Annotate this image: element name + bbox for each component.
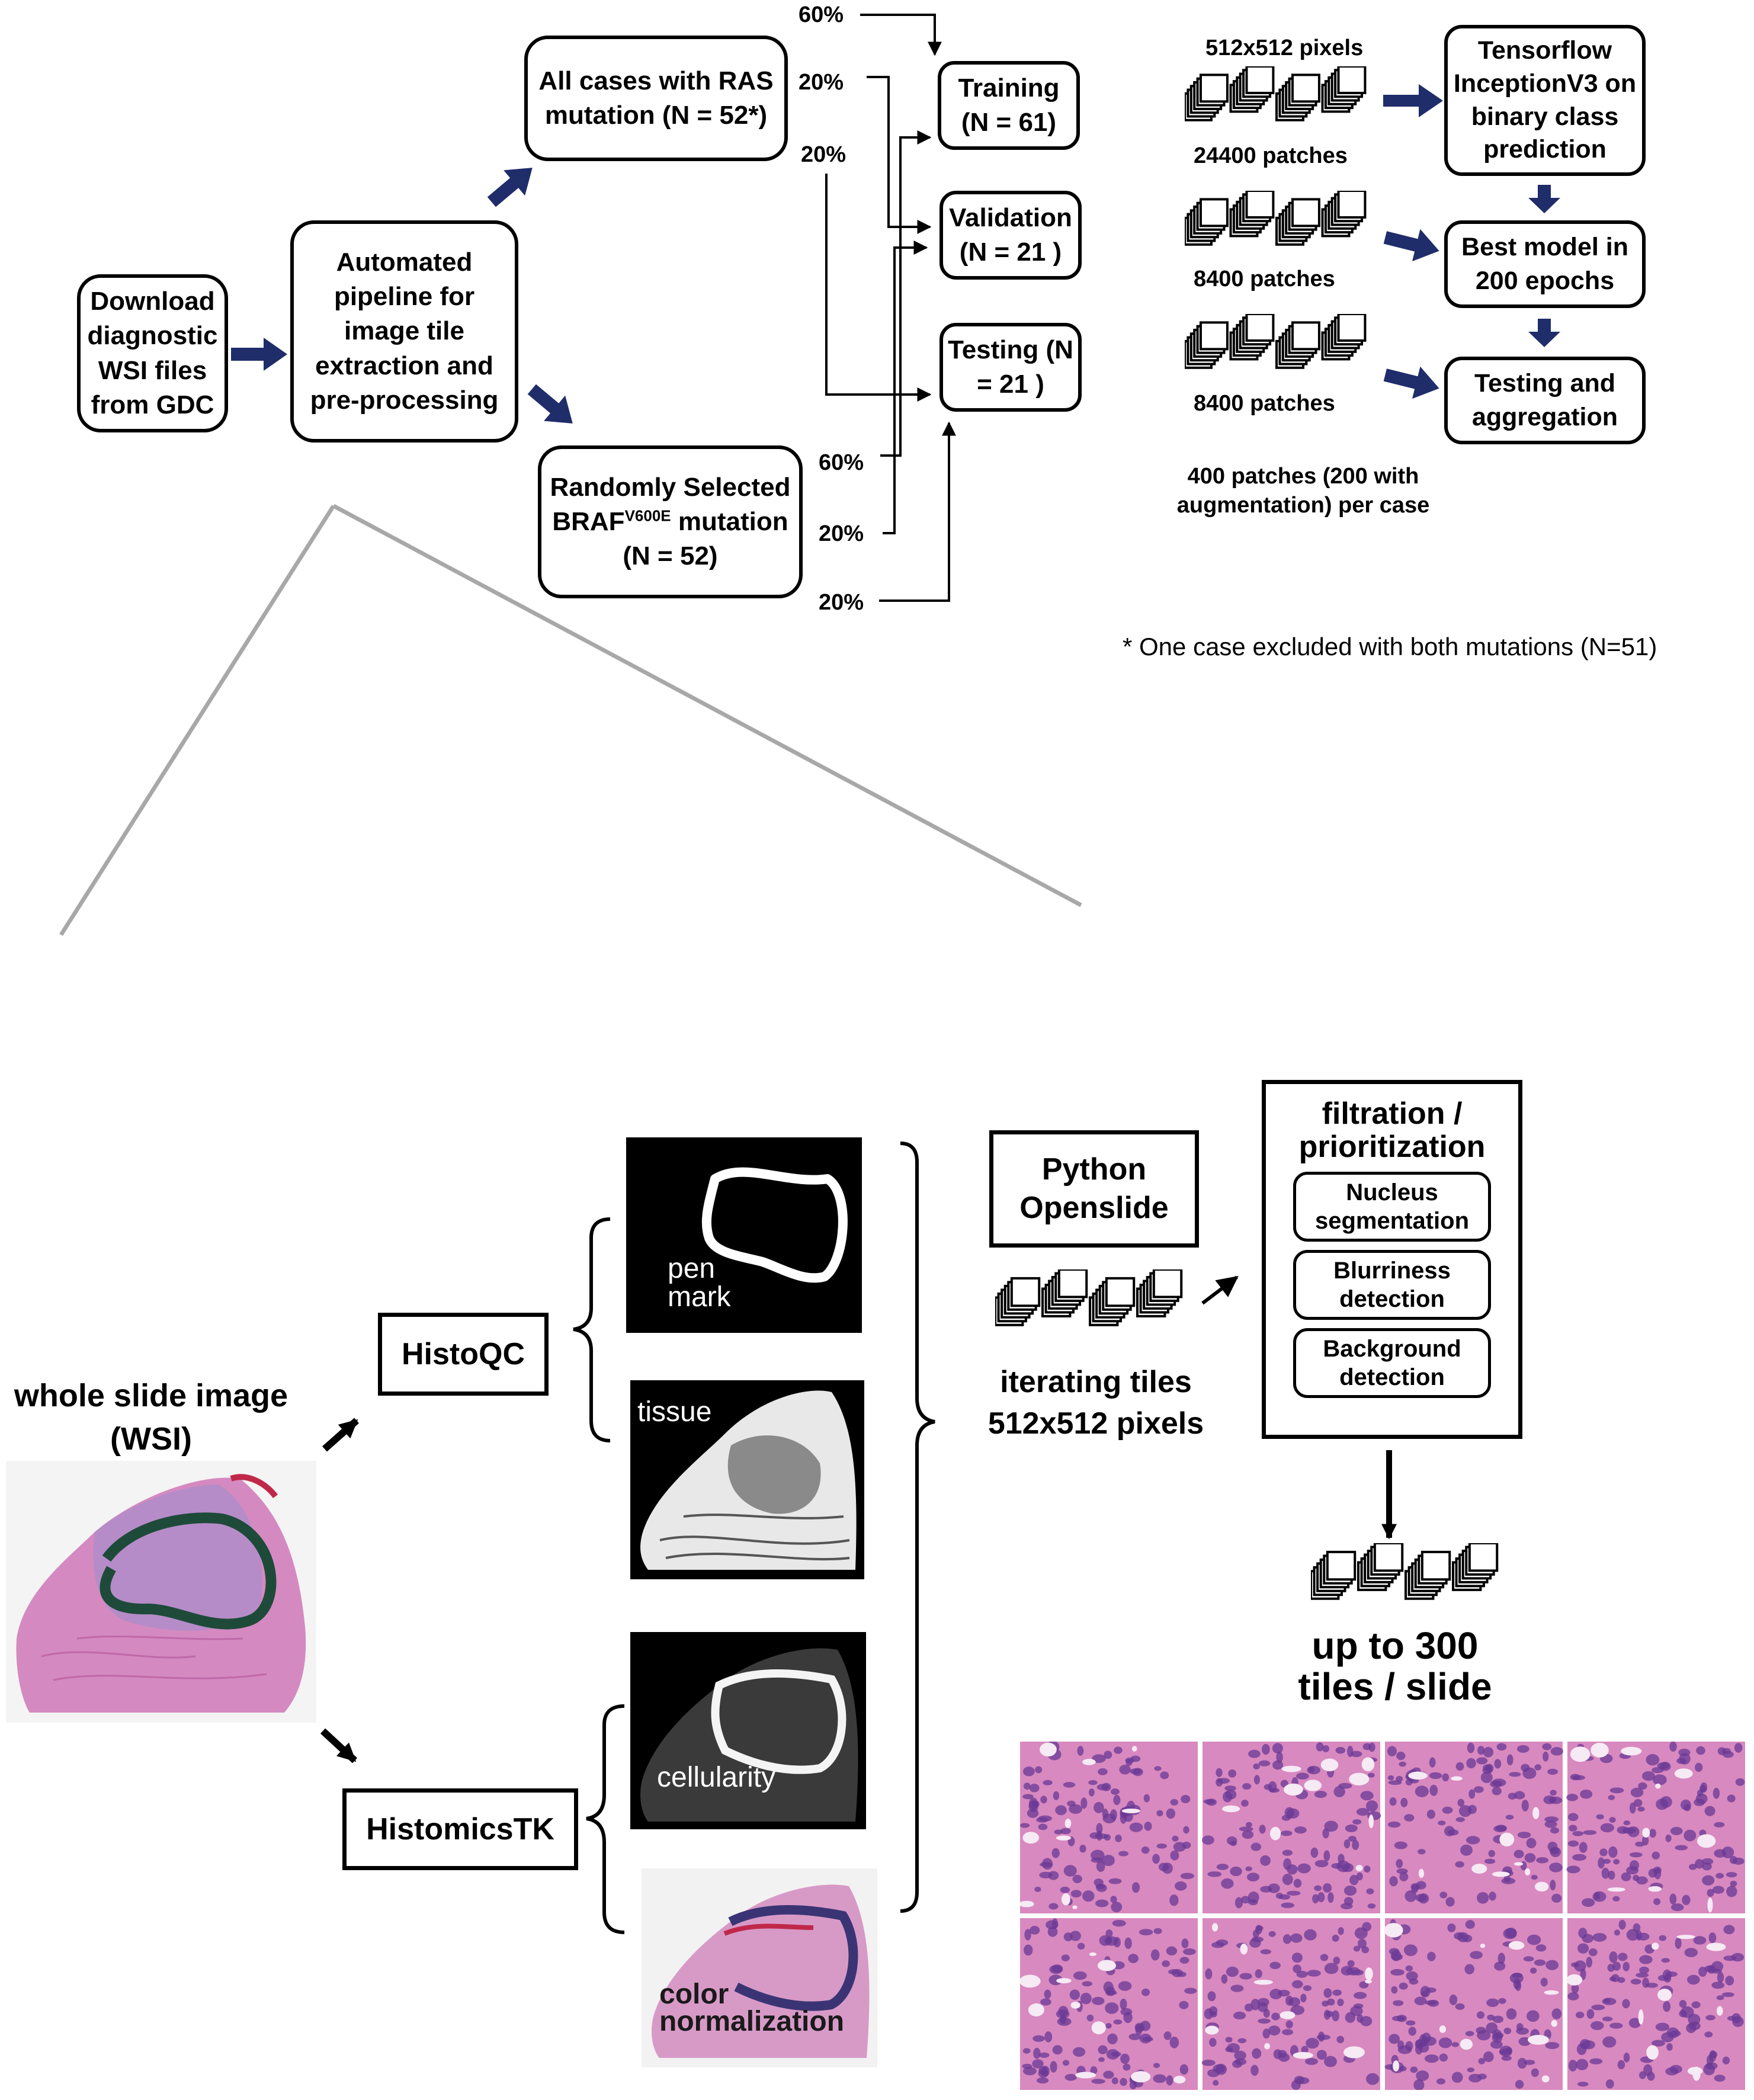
tensorflow-box: Tensorflow InceptionV3 on binary class p… [1444, 25, 1646, 176]
panel-cellularity: cellularity [630, 1632, 866, 1829]
validation-box: Validation (N = 21 ) [939, 191, 1082, 280]
tile-square [1337, 313, 1367, 342]
testing-aggregation-box: Testing and aggregation [1444, 357, 1646, 444]
histoqc-box: HistoQC [378, 1313, 549, 1396]
training-box: Training (N = 61) [938, 61, 1080, 150]
filtration-title: filtration / prioritization [1298, 1097, 1486, 1165]
patch-count-testing: 8400 patches [1194, 391, 1335, 416]
download-wsi-label: Download diagnostic WSI files from GDC [87, 287, 218, 419]
braf-split-testing: 20% [819, 590, 864, 615]
split-connectors [825, 14, 956, 602]
patch-count-training: 24400 patches [1194, 143, 1348, 168]
ras-split-testing: 20% [801, 142, 846, 167]
patch-size-label: 512x512 pixels [1205, 36, 1364, 60]
braf-superscript: V600E [624, 506, 671, 525]
tile-square [1245, 190, 1275, 219]
best-model-label: Best model in 200 epochs [1461, 233, 1628, 295]
testing-label: Testing (N = 21 ) [948, 335, 1073, 399]
histomicstk-label: HistomicsTK [366, 1812, 554, 1846]
tile-square [1291, 321, 1320, 351]
he-tile [1566, 1918, 1745, 2090]
he-tile [1019, 1918, 1198, 2090]
braf-cases-box: Randomly Selected BRAFV600E mutation (N … [538, 445, 803, 598]
tile-square [1468, 1542, 1499, 1572]
python-openslide-box: Python Openslide [989, 1130, 1199, 1248]
patch-stack-validation [1184, 190, 1368, 262]
tile-square [1245, 313, 1275, 342]
braf-split-training: 60% [819, 450, 864, 475]
testing-box: Testing (N = 21 ) [939, 323, 1082, 412]
filtration-box: filtration / prioritization Nucleus segm… [1262, 1080, 1522, 1439]
tile-square [1057, 1268, 1088, 1299]
he-tile [1201, 1918, 1380, 2091]
he-tile [1202, 1742, 1381, 1913]
ras-cases-label: All cases with RAS mutation (N = 52*) [538, 66, 774, 130]
validation-label: Validation (N = 21 ) [949, 203, 1072, 267]
patch-count-validation: 8400 patches [1194, 267, 1335, 291]
wsi-label-line2: (WSI) [110, 1421, 192, 1457]
tile-square [1337, 190, 1367, 219]
pen-mark-label: pen mark [668, 1253, 731, 1313]
footnote: * One case excluded with both mutations … [1123, 633, 1657, 661]
background-detection-box: Background detection [1293, 1328, 1491, 1399]
download-wsi-box: Download diagnostic WSI files from GDC [77, 274, 228, 432]
tile-square [1105, 1277, 1136, 1307]
ras-split-training: 60% [799, 2, 844, 27]
tile-stack-result [1310, 1542, 1500, 1617]
tile-stack-iterating [994, 1268, 1185, 1343]
histomicstk-box: HistomicsTK [342, 1788, 578, 1870]
tile-square [1373, 1542, 1404, 1572]
background-detection-label: Background detection [1323, 1336, 1461, 1391]
tensorflow-label: Tensorflow InceptionV3 on binary class p… [1453, 36, 1637, 164]
iterating-tiles-label: iterating tiles 512x512 pixels [987, 1365, 1204, 1441]
result-label: up to 300 tiles / slide [1298, 1624, 1492, 1708]
histoqc-label: HistoQC [402, 1336, 525, 1371]
braf-line1: Randomly Selected [550, 472, 791, 502]
nucleus-segmentation-label: Nucleus segmentation [1314, 1179, 1470, 1235]
testing-aggregation-label: Testing and aggregation [1471, 369, 1618, 431]
best-model-box: Best model in 200 epochs [1444, 220, 1646, 308]
color-normalization-label: color normalization [659, 1979, 845, 2037]
tile-square [1245, 65, 1275, 94]
wsi-label: whole slide image (WSI) [0, 1374, 302, 1461]
blurriness-detection-box: Blurriness detection [1293, 1250, 1491, 1320]
tile-square [1010, 1277, 1041, 1307]
braf-split-validation: 20% [819, 521, 864, 546]
tile-square [1199, 198, 1229, 227]
braf-line2: BRAFV600E mutation [552, 506, 788, 536]
tile-square [1152, 1268, 1183, 1299]
tile-square [1199, 73, 1229, 103]
tile-square [1326, 1550, 1357, 1581]
patch-stack-testing [1184, 313, 1368, 385]
cellularity-label: cellularity [657, 1762, 776, 1793]
panel-color-normalization: color normalization [642, 1868, 877, 2067]
tile-square [1199, 321, 1229, 351]
automated-pipeline-label: Automated pipeline for image tile extrac… [310, 248, 499, 415]
tile-square [1420, 1550, 1451, 1581]
ras-split-validation: 20% [799, 70, 844, 95]
wsi-thumbnail [6, 1461, 316, 1723]
tissue-label: tissue [637, 1396, 712, 1428]
patch-stack-training [1184, 65, 1368, 137]
ras-cases-box: All cases with RAS mutation (N = 52*) [524, 36, 788, 161]
automated-pipeline-box: Automated pipeline for image tile extrac… [290, 220, 518, 443]
blurriness-detection-label: Blurriness detection [1333, 1258, 1451, 1313]
he-tile-grid [1019, 1740, 1745, 2091]
wsi-label-line1: whole slide image [14, 1378, 288, 1413]
per-case-note: 400 patches (200 with augmentation) per … [1176, 464, 1430, 518]
nucleus-segmentation-box: Nucleus segmentation [1293, 1172, 1491, 1242]
he-tile [1566, 1741, 1745, 1913]
he-tile [1384, 1918, 1563, 2091]
panel-pen-mark: pen mark [626, 1137, 862, 1333]
he-tile [1385, 1742, 1563, 1913]
tile-square [1291, 73, 1320, 103]
tile-square [1291, 198, 1320, 227]
panel-tissue: tissue [630, 1380, 864, 1579]
he-tile [1019, 1740, 1198, 1913]
training-label: Training (N = 61) [958, 73, 1060, 137]
python-openslide-label: Python Openslide [1019, 1152, 1169, 1225]
braf-line3: (N = 52) [623, 541, 718, 571]
tile-square [1337, 65, 1367, 94]
